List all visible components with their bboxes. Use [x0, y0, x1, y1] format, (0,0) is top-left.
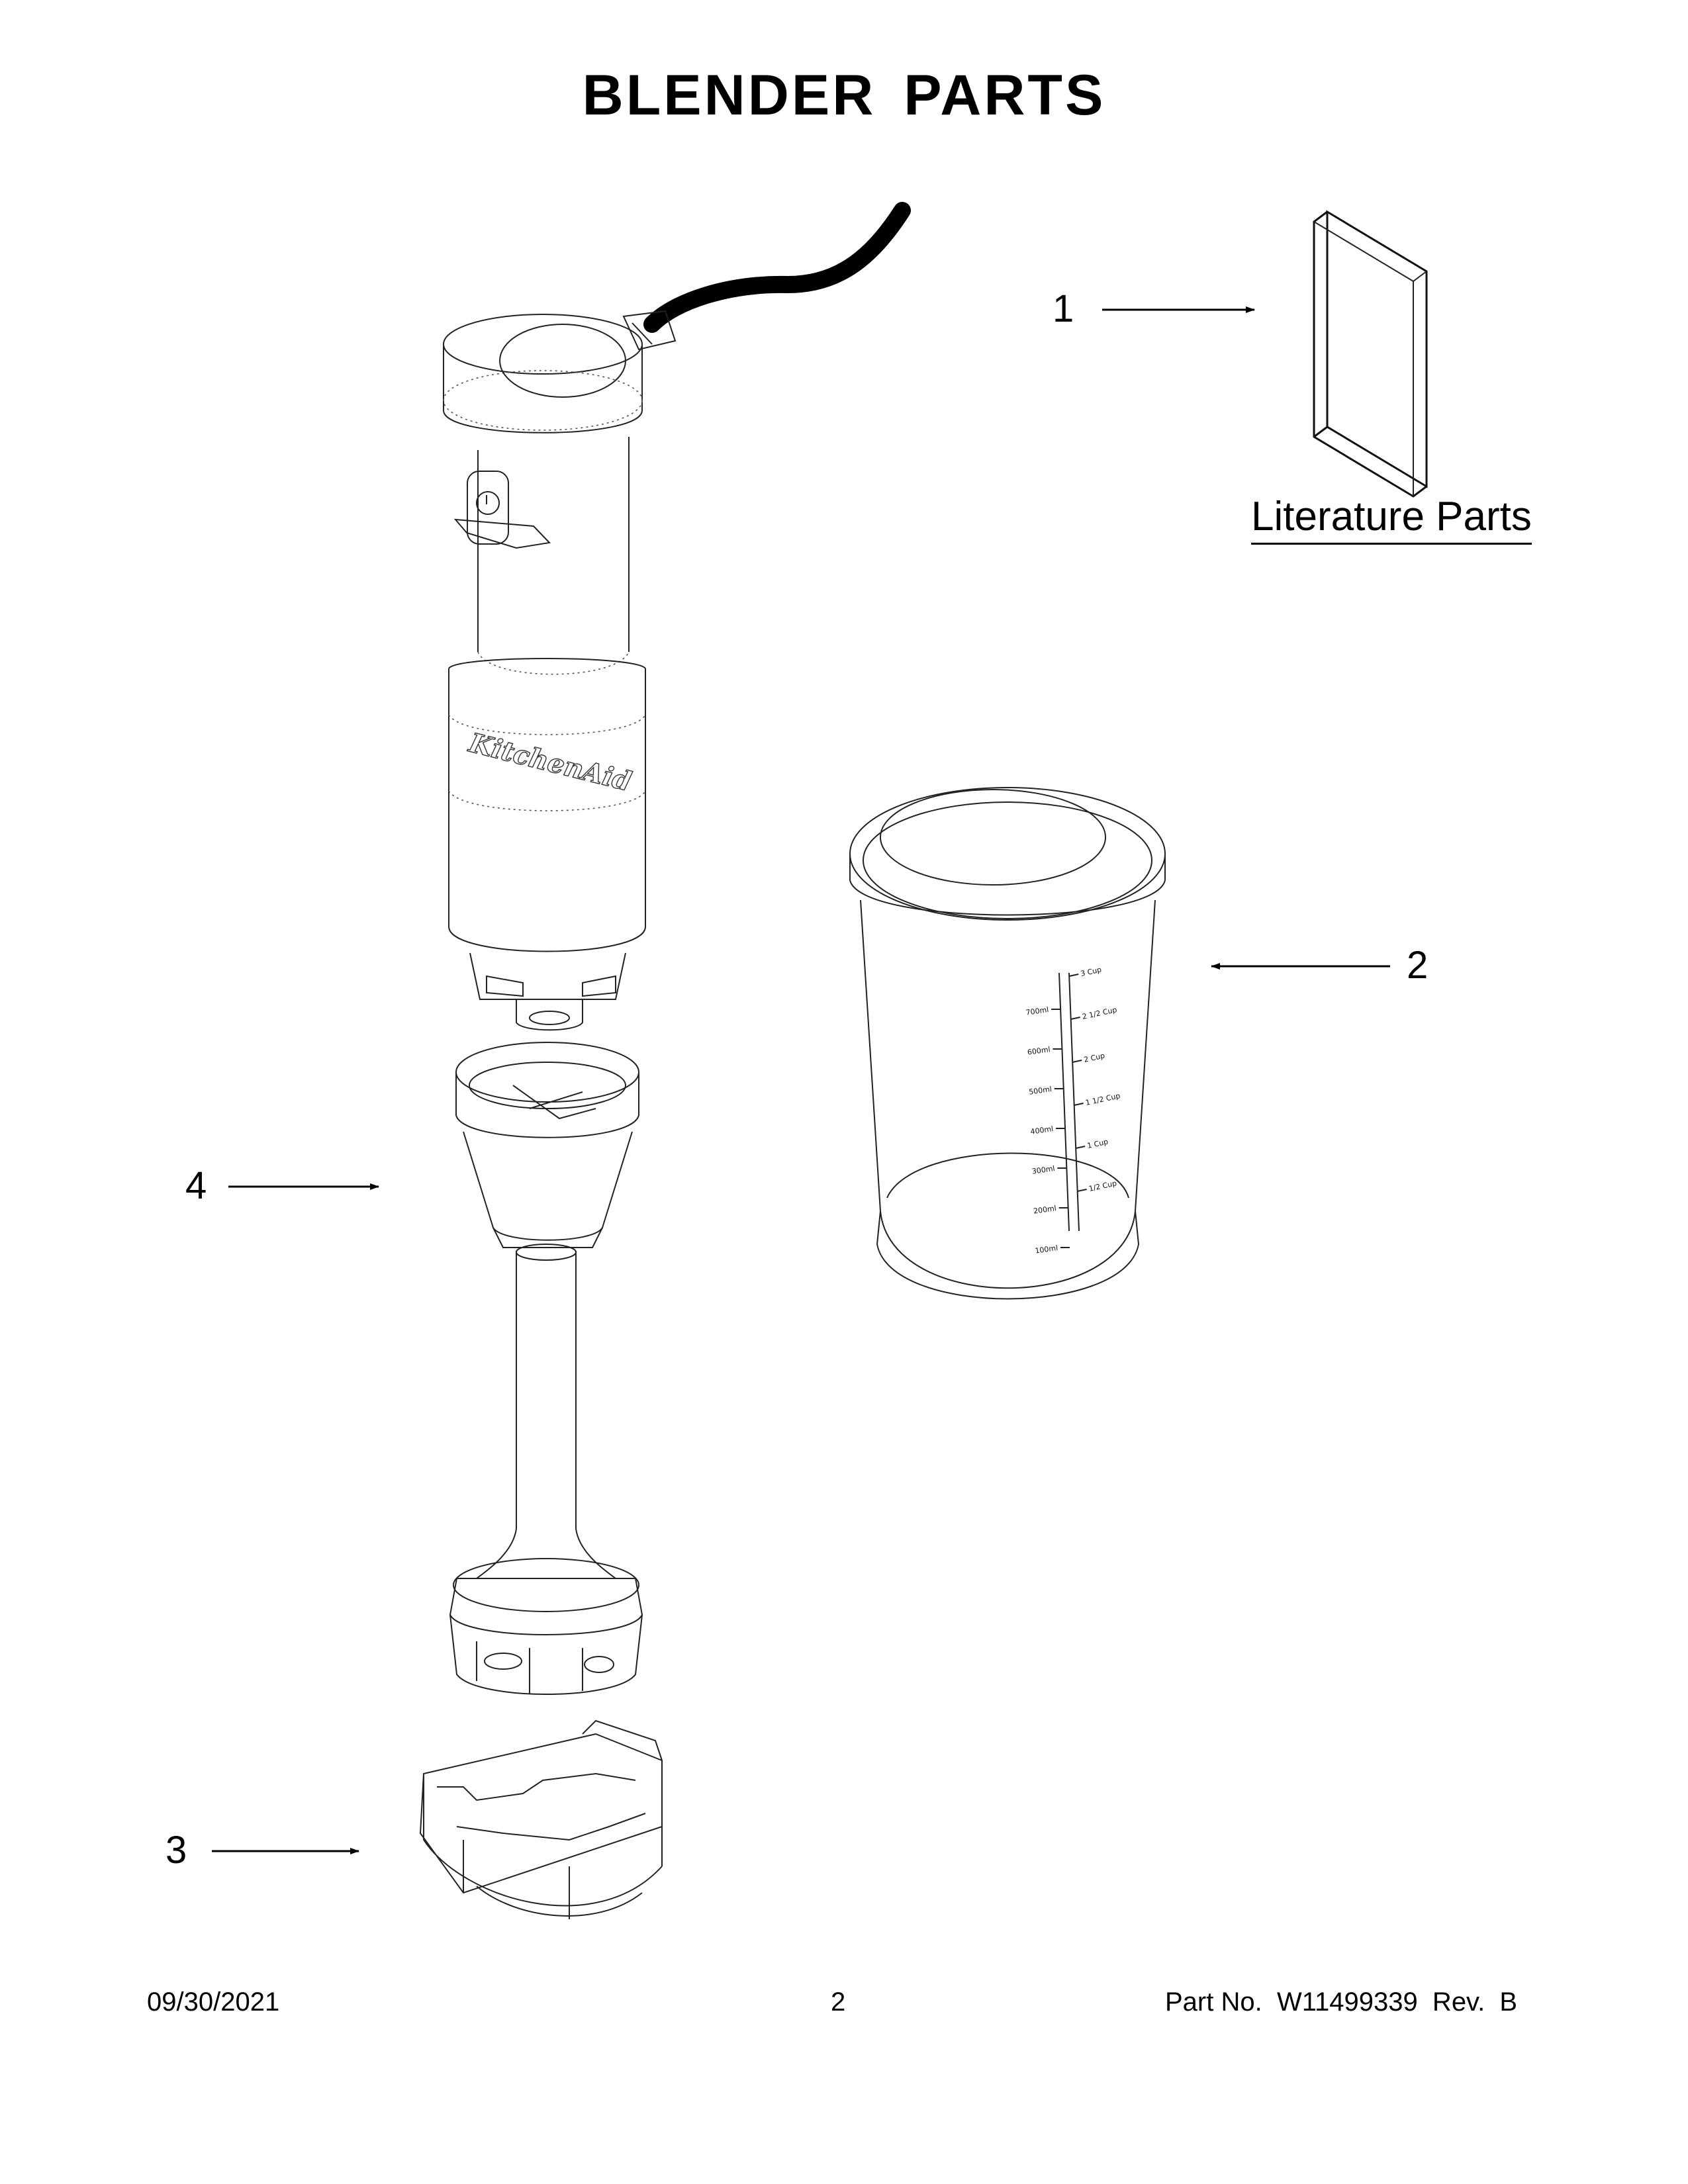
- blending-jar: 700ml 600ml 500ml 400ml 300ml 200ml 100ml 3 Cup…: [849, 787, 1166, 1300]
- literature-parts-label: Literature Parts: [1251, 496, 1532, 545]
- cup-label: 1 Cup: [1086, 1138, 1109, 1150]
- cup-tick: [1074, 1103, 1084, 1106]
- cup-tick: [1072, 1060, 1082, 1063]
- cup-label: 2 Cup: [1083, 1052, 1105, 1064]
- callout-2: 2: [1407, 944, 1429, 987]
- power-cord: [622, 202, 911, 351]
- cup-tick: [1070, 1017, 1080, 1020]
- motor-body: KitchenAid: [443, 314, 646, 1031]
- cup-label: 2 1/2 Cup: [1082, 1005, 1118, 1021]
- cup-tick: [1068, 974, 1079, 977]
- ml-label: 600ml: [1027, 1045, 1051, 1057]
- page-title: BLENDER PARTS: [582, 64, 1106, 127]
- footer-date: 09/30/2021: [147, 1987, 280, 2017]
- callout-3: 3: [165, 1829, 187, 1872]
- cup-label: 1/2 Cup: [1088, 1179, 1118, 1193]
- callout-4: 4: [185, 1164, 207, 1207]
- ml-label: 300ml: [1031, 1164, 1055, 1176]
- blending-arm: [449, 1042, 643, 1695]
- cup-tick: [1075, 1146, 1086, 1149]
- pan-guard: [419, 1719, 663, 1919]
- brand-text: KitchenAid: [465, 727, 635, 797]
- literature-booklet: [1313, 210, 1428, 498]
- ml-label: 400ml: [1030, 1124, 1054, 1136]
- footer-part-number: Part No. W11499339 Rev. B: [1165, 1987, 1518, 2017]
- cup-tick: [1077, 1189, 1087, 1192]
- ml-label: 100ml: [1035, 1244, 1058, 1255]
- ml-label: 500ml: [1028, 1085, 1052, 1097]
- ml-label: 700ml: [1025, 1005, 1049, 1017]
- ml-label: 200ml: [1033, 1204, 1056, 1216]
- cup-label: 3 Cup: [1080, 966, 1102, 978]
- callout-1: 1: [1053, 287, 1074, 330]
- footer-page-number: 2: [831, 1987, 846, 2017]
- cup-scale: 700ml 600ml 500ml 400ml 300ml 200ml 100ml 3 Cup…: [1025, 966, 1121, 1255]
- cup-label: 1 1/2 Cup: [1085, 1091, 1121, 1107]
